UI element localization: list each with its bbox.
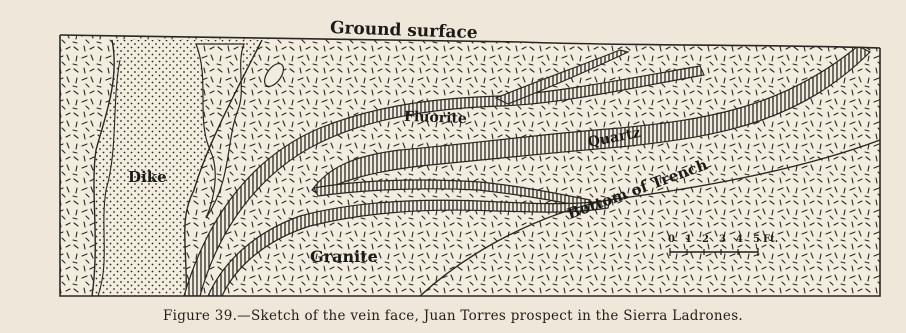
- dike-label: Dike: [128, 168, 167, 186]
- scale-ruler: [668, 234, 818, 268]
- figure-caption: Figure 39.—Sketch of the vein face, Juan…: [0, 308, 906, 324]
- granite-label: Granite: [310, 247, 378, 266]
- scale-bar: 0 1 2 3 4 5 Ft.: [668, 234, 818, 268]
- fluorite-label: Fluorite: [404, 109, 467, 127]
